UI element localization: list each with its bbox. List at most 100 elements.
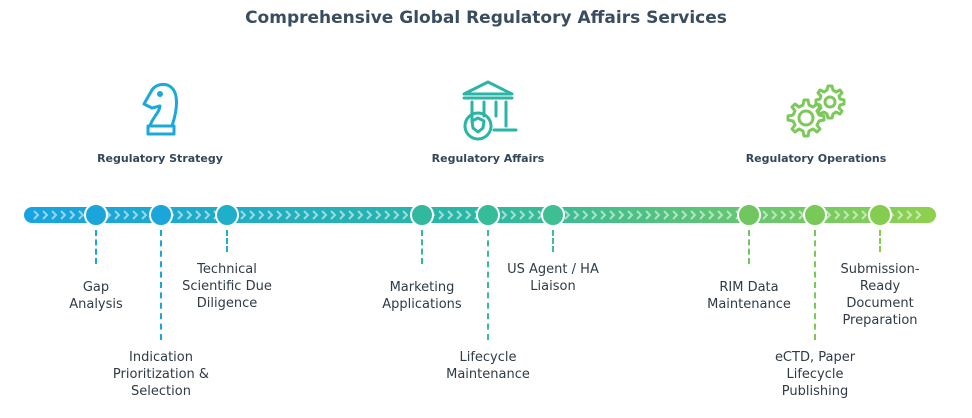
- track-chevron: [726, 210, 733, 220]
- track-chevron: [843, 210, 850, 220]
- category-label-regulatory-strategy: Regulatory Strategy: [97, 152, 223, 165]
- track-chevron: [447, 210, 454, 220]
- track-chevron: [582, 210, 589, 220]
- track-chevron: [852, 210, 859, 220]
- track-chevron: [366, 210, 373, 220]
- track-chevron: [402, 210, 409, 220]
- track-chevron: [267, 210, 274, 220]
- track-chevron: [708, 210, 715, 220]
- track-chevron: [204, 210, 211, 220]
- track-chevron: [33, 210, 40, 220]
- track-chevron: [771, 210, 778, 220]
- track-chevron: [762, 210, 769, 220]
- track-chevron: [357, 210, 364, 220]
- track-chevron: [618, 210, 625, 220]
- track-chevron: [339, 210, 346, 220]
- category-label-regulatory-affairs: Regulatory Affairs: [431, 152, 545, 165]
- track-chevron: [240, 210, 247, 220]
- connector-marketing-applications: [421, 230, 423, 264]
- track-chevron: [609, 210, 616, 220]
- track-chevron: [51, 210, 58, 220]
- track-chevron: [42, 210, 49, 220]
- milestone-node-indication-prioritization: [149, 203, 173, 227]
- track-chevron: [195, 210, 202, 220]
- connector-submission-ready: [879, 230, 881, 252]
- track-chevron: [789, 210, 796, 220]
- track-chevron: [564, 210, 571, 220]
- milestone-node-gap-analysis: [84, 203, 108, 227]
- track-chevron: [834, 210, 841, 220]
- milestone-node-rim-data: [737, 203, 761, 227]
- track-chevron: [519, 210, 526, 220]
- track-chevron: [465, 210, 472, 220]
- connector-lifecycle-maintenance: [487, 230, 489, 340]
- track-chevron: [186, 210, 193, 220]
- track-chevron: [321, 210, 328, 220]
- track-chevron: [276, 210, 283, 220]
- track-chevron: [249, 210, 256, 220]
- milestone-node-ectd-publishing: [803, 203, 827, 227]
- track-chevron: [258, 210, 265, 220]
- milestone-node-marketing-applications: [410, 203, 434, 227]
- track-chevron: [132, 210, 139, 220]
- track-chevron: [897, 210, 904, 220]
- connector-gap-analysis: [95, 230, 97, 264]
- track-chevron: [78, 210, 85, 220]
- track-chevron: [114, 210, 121, 220]
- connector-us-agent: [552, 230, 554, 252]
- track-chevron: [528, 210, 535, 220]
- track-chevron: [825, 210, 832, 220]
- track-chevron: [663, 210, 670, 220]
- track-chevron: [645, 210, 652, 220]
- milestone-node-us-agent: [541, 203, 565, 227]
- track-chevron: [330, 210, 337, 220]
- milestone-node-lifecycle-maintenance: [476, 203, 500, 227]
- track-chevron: [600, 210, 607, 220]
- track-chevron: [501, 210, 508, 220]
- track-chevron: [861, 210, 868, 220]
- track-chevron: [627, 210, 634, 220]
- category-label-regulatory-operations: Regulatory Operations: [745, 152, 887, 165]
- track-chevron: [456, 210, 463, 220]
- track-chevron: [285, 210, 292, 220]
- milestone-node-technical-due-diligence: [215, 203, 239, 227]
- track-chevron: [510, 210, 517, 220]
- track-chevron: [141, 210, 148, 220]
- milestone-node-submission-ready: [868, 203, 892, 227]
- connector-indication-prioritization: [160, 230, 162, 340]
- track-chevron: [573, 210, 580, 220]
- track-chevron: [654, 210, 661, 220]
- track-chevron: [393, 210, 400, 220]
- track-chevron: [69, 210, 76, 220]
- track-chevron: [690, 210, 697, 220]
- track-chevron: [123, 210, 130, 220]
- connector-rim-data: [748, 230, 750, 264]
- track-chevron: [294, 210, 301, 220]
- track-chevron: [699, 210, 706, 220]
- connector-ectd-publishing: [814, 230, 816, 340]
- track-chevron: [636, 210, 643, 220]
- track-chevron: [672, 210, 679, 220]
- track-chevron: [717, 210, 724, 220]
- track-chevron: [906, 210, 913, 220]
- connector-technical-due-diligence: [226, 230, 228, 252]
- track-chevron: [348, 210, 355, 220]
- track-chevron: [780, 210, 787, 220]
- track-chevron: [303, 210, 310, 220]
- track-chevron: [312, 210, 319, 220]
- track-chevron: [681, 210, 688, 220]
- track-chevron: [177, 210, 184, 220]
- track-chevron: [375, 210, 382, 220]
- chess-knight-icon: [142, 82, 178, 136]
- track-chevron: [591, 210, 598, 220]
- track-chevron: [438, 210, 445, 220]
- track-chevron: [915, 210, 922, 220]
